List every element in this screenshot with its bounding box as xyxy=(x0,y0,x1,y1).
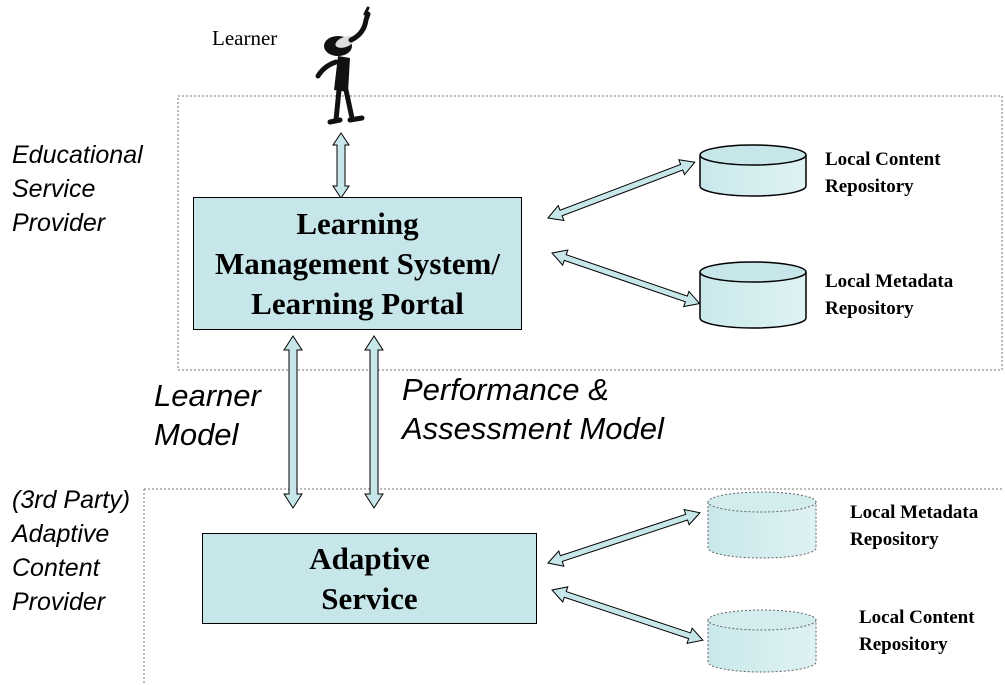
bottom-content-repository-line-2: Repository xyxy=(859,634,948,655)
top-content-repository-line-1: Local Content xyxy=(825,149,941,170)
top-metadata-repository-line-1: Local Metadata xyxy=(825,271,954,292)
adaptive-provider-line-1: (3rd Party) xyxy=(12,486,131,514)
educational-provider-region xyxy=(177,95,1003,371)
top-content-repository-cylinder xyxy=(699,144,807,197)
learner-label: Learner xyxy=(212,26,278,50)
top-metadata-repository-label: Local Metadata Repository xyxy=(825,268,953,322)
learner-model-label: Learner Model xyxy=(154,376,261,454)
adaptive-service-box: Adaptive Service xyxy=(202,533,537,624)
adaptive-content-arrow xyxy=(551,586,704,645)
learner-model-line-1: Learner xyxy=(154,378,261,413)
bottom-content-repository-cylinder xyxy=(707,609,817,673)
lms-box-line-3: Learning Portal xyxy=(251,285,464,321)
top-content-repository-label: Local Content Repository xyxy=(825,146,941,200)
lms-box-line-1: Learning xyxy=(296,205,419,241)
adaptive-provider-line-2: Adaptive xyxy=(12,520,110,548)
adaptive-box-line-1: Adaptive xyxy=(309,540,430,576)
bottom-metadata-repository-line-1: Local Metadata xyxy=(850,502,979,523)
performance-model-line-1: Performance & xyxy=(402,372,609,407)
bottom-metadata-repository-line-2: Repository xyxy=(850,529,939,550)
learner-lms-arrow xyxy=(332,132,350,199)
lms-box-line-2: Management System/ xyxy=(215,245,500,281)
top-metadata-repository-line-2: Repository xyxy=(825,298,914,319)
lms-box: Learning Management System/ Learning Por… xyxy=(193,197,522,330)
learner-figure-icon xyxy=(315,6,371,125)
lms-content-arrow xyxy=(547,159,696,222)
bottom-metadata-repository-cylinder xyxy=(707,491,817,559)
adaptive-provider-line-3: Content xyxy=(12,554,100,582)
performance-model-label: Performance & Assessment Model xyxy=(402,370,664,448)
adaptive-provider-region xyxy=(143,488,1002,685)
learner-model-line-2: Model xyxy=(154,417,239,452)
lms-metadata-arrow xyxy=(551,249,701,308)
educational-provider-label: Educational Service Provider xyxy=(12,138,143,240)
bottom-metadata-repository-label: Local Metadata Repository xyxy=(850,499,978,553)
performance-model-line-2: Assessment Model xyxy=(402,411,664,446)
educational-provider-line-1: Educational xyxy=(12,141,143,169)
adaptive-provider-label: (3rd Party) Adaptive Content Provider xyxy=(12,483,130,619)
adaptive-box-line-2: Service xyxy=(321,580,418,616)
adaptive-provider-line-4: Provider xyxy=(12,588,106,616)
top-metadata-repository-cylinder xyxy=(699,261,807,329)
bottom-content-repository-label: Local Content Repository xyxy=(859,604,975,658)
performance-model-arrow xyxy=(364,335,384,509)
educational-provider-line-3: Provider xyxy=(12,209,106,237)
learner-model-arrow xyxy=(283,335,303,509)
bottom-content-repository-line-1: Local Content xyxy=(859,607,975,628)
top-content-repository-line-2: Repository xyxy=(825,176,914,197)
adaptive-metadata-arrow xyxy=(547,508,701,567)
educational-provider-line-2: Service xyxy=(12,175,96,203)
